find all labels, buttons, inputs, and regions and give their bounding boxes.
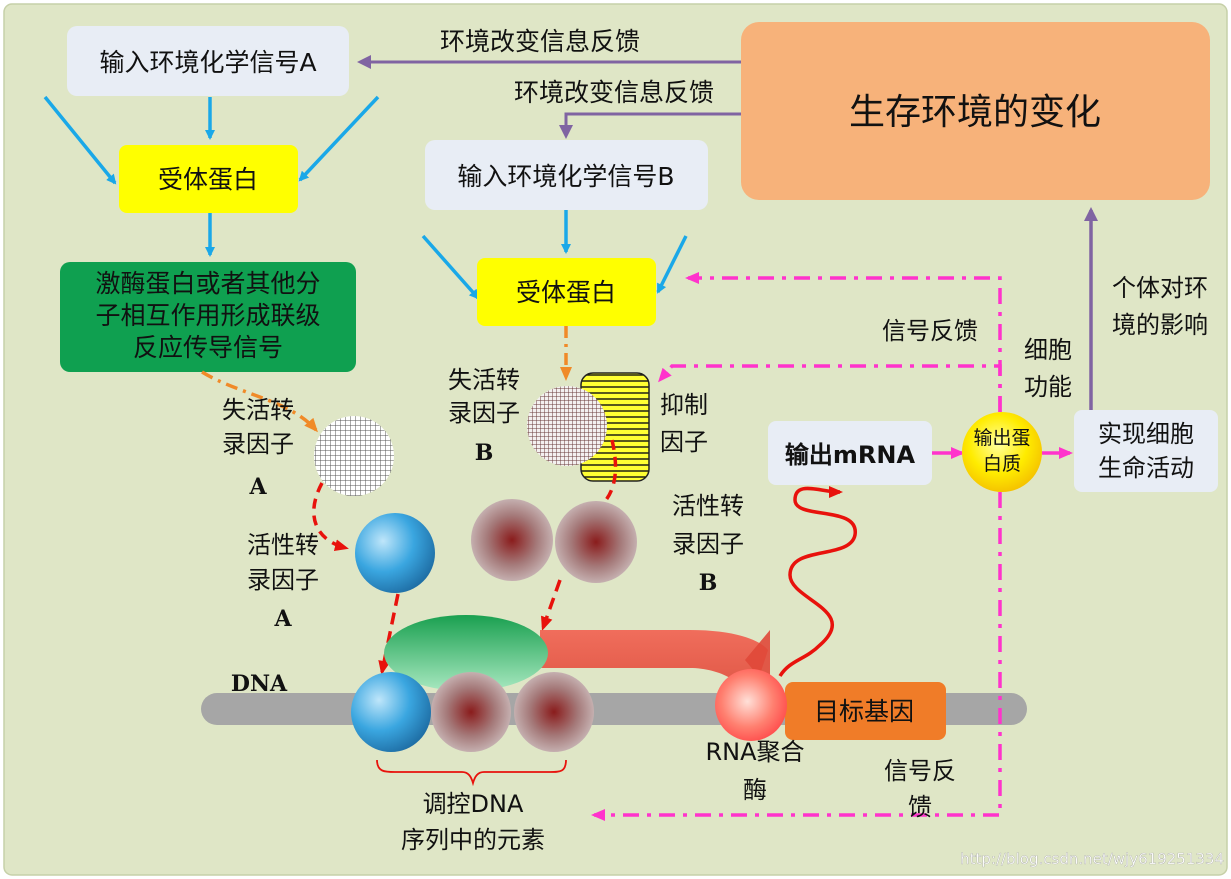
environment-title: 生存环境的变化 [849,92,1101,133]
tf-a-activation-arrow [312,482,349,552]
cascade-to-tf-a-arrow [201,370,318,433]
inactive-tf-b-line2: 录因子 [448,399,520,427]
dna-bound-tf-b-1 [431,672,511,752]
tf-b-to-dna-arrow [541,579,562,631]
inactive-tf-b-line1: 失活转 [448,366,520,394]
dna-bound-tf-b-2 [514,672,594,752]
active-tf-a-line3: A [273,606,292,632]
active-tf-b-line2: 录因子 [672,530,744,558]
life-activity-line1: 实现细胞 [1098,420,1194,448]
life-activity-box [1074,410,1218,492]
cell-function-line1: 细胞 [1024,336,1072,364]
active-tf-b-line3: B [699,570,718,596]
inhibitor-line2: 因子 [660,428,708,456]
active-tf-a-sphere [355,513,435,593]
mrna-strand [778,485,857,678]
env-to-b-label: 环境改变信息反馈 [514,78,714,107]
inactive-tf-a-line2: 录因子 [222,430,294,458]
signal-a-arrow-left [43,95,117,185]
input-b-text: 输入环境化学信号B [457,162,674,191]
target-gene-box [785,682,946,740]
life-activity-line2: 生命活动 [1098,454,1194,482]
tf-b-activation-arrow [565,439,618,525]
receptor-a-label: 受体蛋白 [158,165,258,194]
cascade-line1: 激酶蛋白或者其他分 [95,269,320,298]
env-to-a-label: 环境改变信息反馈 [440,27,640,56]
target-gene-label: 目标基因 [814,697,914,726]
inhibitor-line1: 抑制 [660,391,708,419]
receptor-protein-a: 受体蛋白 [119,145,298,213]
signal-b-arrow-right [656,235,688,294]
transcription-arrow [540,630,768,690]
environment-box: 生存环境的变化 [741,22,1210,200]
inactive-tf-b-line3: B [475,440,494,466]
cell-function-line2: 功能 [1024,373,1072,401]
inactive-tf-b-sphere [527,386,607,466]
regulatory-line2: 序列中的元素 [401,826,545,854]
inactive-tf-a-sphere [314,416,394,496]
tf-a-to-dna-arrow [378,593,400,675]
inactive-tf-a-line3: A [248,474,267,500]
individual-effect-line1: 个体对环 [1112,274,1208,302]
active-tf-a-line1: 活性转 [247,531,319,559]
signal-feedback-top: 信号反馈 [882,317,978,345]
signal-feedback-bottom-line2: 馈 [908,793,932,821]
dna-label: DNA [231,671,288,697]
env-to-input-b-arrow [559,112,741,139]
receptor-protein-b: 受体蛋白 [477,258,656,326]
inactive-tf-a-line1: 失活转 [222,396,294,424]
output-protein-line2: 白质 [983,453,1021,475]
active-tf-b-sphere-2 [555,501,637,583]
receptor-b-label: 受体蛋白 [516,278,616,307]
regulatory-line1: 调控DNA [423,790,524,818]
output-protein-sphere [962,412,1042,492]
active-tf-a-line2: 录因子 [247,566,319,594]
output-mrna-box [768,421,932,485]
cascade-line3: 反应传导信号 [133,333,283,362]
input-a-text: 输入环境化学信号A [99,48,316,77]
active-tf-b-line1: 活性转 [672,492,744,520]
input-signal-b-box: 输入环境化学信号B [425,140,708,210]
signal-b-arrow-left [421,234,480,300]
rna-polymerase-sphere [715,669,787,741]
dna-bound-tf-a [351,672,431,752]
output-mrna-label: 输出mRNA [785,441,916,469]
watermark: http://blog.csdn.net/wjy619251334 [960,850,1224,868]
active-tf-b-sphere-1 [471,499,553,581]
rna-polymerase-line2: 酶 [743,776,767,804]
rna-polymerase-line1: RNA聚合 [705,738,804,766]
output-protein-line1: 输出蛋 [973,427,1030,449]
cascade-line2: 子相互作用形成联级 [95,301,320,330]
kinase-cascade-box: 激酶蛋白或者其他分 子相互作用形成联级 反应传导信号 [60,262,356,372]
individual-effect-line2: 境的影响 [1112,311,1208,339]
signal-feedback-bottom-line1: 信号反 [884,757,956,785]
green-complex [384,615,548,691]
input-signal-a-box: 输入环境化学信号A [67,26,349,96]
regulatory-brace [376,759,567,787]
signal-a-arrow-right [298,95,380,182]
